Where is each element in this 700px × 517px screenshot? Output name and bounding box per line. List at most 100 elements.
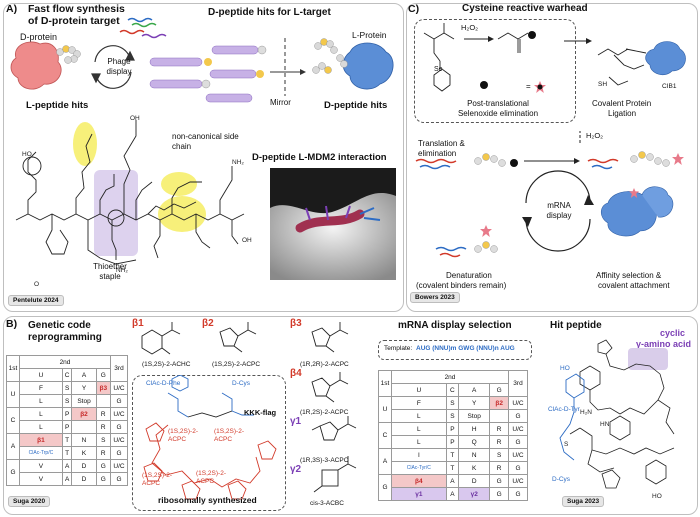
- cib1-label: CIB1: [662, 83, 676, 90]
- t1-cell: L: [20, 395, 63, 408]
- suga2020-ref-tag: Suga 2020: [8, 496, 50, 507]
- t1-cell: G: [111, 421, 128, 434]
- hit-peptide-structure: HO S HN H₂N HO: [540, 330, 696, 510]
- t1-cell: S: [96, 434, 110, 447]
- t2-cell: β2: [490, 397, 509, 410]
- svg-text:HO: HO: [560, 365, 570, 372]
- noncanonical-highlight-3: [161, 172, 197, 196]
- t2-cell: H: [459, 423, 490, 436]
- t2-col: U: [392, 384, 447, 397]
- affinity-text-1: Affinity selection &: [596, 271, 661, 280]
- t1-cell: K: [72, 447, 96, 460]
- clac-tyr-label: ClAc-D-Tyr: [548, 406, 580, 413]
- t1-cell: P: [62, 408, 72, 421]
- se-label: Se: [434, 66, 443, 73]
- t2-cell: F: [392, 397, 447, 410]
- panel-b-letter: B): [6, 318, 17, 330]
- t2-cell: U/C: [509, 449, 528, 462]
- acpc-label-1: (1S,2S)-2-ACPC: [168, 428, 206, 444]
- svg-text:OH: OH: [130, 115, 140, 122]
- t1-cell: S: [62, 382, 72, 395]
- t1-cell: N: [72, 434, 96, 447]
- pentelute-ref-tag: Pentelute 2024: [8, 295, 64, 306]
- t1-cell: G: [111, 473, 128, 486]
- svg-text:S: S: [564, 441, 569, 448]
- t2-cell: R: [490, 462, 509, 475]
- t2-cell: Stop: [459, 410, 490, 423]
- t2-col: C: [446, 384, 458, 397]
- panel-c-title: Cysteine reactive warhead: [462, 3, 588, 14]
- t2-col: A: [459, 384, 490, 397]
- t1-row: UFSYβ3U/C: [7, 382, 128, 395]
- cyclic-gamma-highlight: [628, 348, 668, 370]
- t2-cell: L: [392, 436, 447, 449]
- d-peptide-hits-title: D-peptide hits for L-target: [208, 7, 331, 18]
- acpc-label-3: (1S,2S)-2-ACPC: [142, 472, 180, 488]
- t2-cell: Y: [459, 397, 490, 410]
- svg-text:O: O: [34, 281, 39, 288]
- t2-cell: γ2: [459, 488, 490, 501]
- acpc-label-2: (1S,2S)-2-ACPC: [214, 428, 252, 444]
- d-cys-label: D-Cys: [232, 380, 250, 387]
- beta2-label: β2: [202, 318, 214, 329]
- t2-cell: S: [446, 410, 458, 423]
- sh-label: SH: [598, 81, 607, 88]
- affinity-text-2: covalent attachment: [598, 281, 670, 290]
- t1-third: 3rd: [111, 356, 128, 382]
- mdm2-surface-image: [270, 168, 396, 280]
- gamma1-name: (1R,3S)-3-ACPC: [300, 457, 348, 464]
- gamma2-name: cis-3-ACBC: [310, 500, 344, 507]
- kkk-flag-label: KKK-flag: [244, 408, 276, 417]
- t2-cell: U/C: [509, 397, 528, 410]
- beta1-name: (1S,2S)-2-ACHC: [142, 361, 190, 368]
- beta2-name: (1S,2S)-2-ACPC: [212, 361, 260, 368]
- denaturation-text-1: Denaturation: [446, 271, 492, 280]
- covalent-ligation-text-1: Covalent Protein: [592, 99, 651, 108]
- phage-display-label: Phage display: [100, 57, 138, 77]
- t1-cell: G: [111, 447, 128, 460]
- gamma1-label: γ1: [290, 416, 301, 427]
- t1-cell: [96, 395, 110, 408]
- t1-cell: U/C: [111, 408, 128, 421]
- t1-cell: S: [62, 395, 72, 408]
- ribosomal-label: ribosomally synthesized: [158, 495, 257, 505]
- t1-cell: V: [20, 460, 63, 473]
- t2-cell: Q: [459, 436, 490, 449]
- t2-cell: G: [379, 475, 392, 501]
- t1-cell: L: [20, 408, 63, 421]
- t1-cell: U/C: [111, 382, 128, 395]
- t1-first: 1st: [7, 356, 20, 382]
- t1-second: 2nd: [20, 356, 111, 369]
- peptide-beads-left: [57, 46, 81, 64]
- t1-col: G: [96, 369, 110, 382]
- t1-cell: V: [20, 473, 63, 486]
- t1-cell: Y: [72, 382, 96, 395]
- t2-cell: R: [490, 436, 509, 449]
- t2-cell: S: [446, 397, 458, 410]
- t1-cell: G: [96, 473, 110, 486]
- t2-cell: [490, 410, 509, 423]
- t1-cell: F: [20, 382, 63, 395]
- phage-display-text: Phage display: [107, 57, 132, 76]
- t2-row: ClAc-Tyr/CTKRG: [379, 462, 528, 475]
- t2-third: 3rd: [509, 371, 528, 397]
- selenoxide-text-1: Post-translational: [428, 99, 568, 108]
- t1-row: GVADGU/C: [7, 460, 128, 473]
- t1-row: CLPβ2RU/C: [7, 408, 128, 421]
- svg-text:OH: OH: [242, 237, 252, 244]
- t1-cell: G: [7, 460, 20, 486]
- t2-cell: D: [459, 475, 490, 488]
- panel-c: C) Cysteine reactive warhead: [406, 3, 696, 310]
- ribosomal-macrocycle: [132, 375, 284, 509]
- t2-cell: L: [392, 423, 447, 436]
- t2-cell: A: [446, 488, 458, 501]
- t1-cell: P: [62, 421, 72, 434]
- beta3-name: (1R,2R)-2-ACPC: [300, 361, 349, 368]
- mrna-text-1: mRNA: [537, 201, 581, 211]
- svg-text:HN: HN: [600, 421, 610, 428]
- t2-cell: G: [490, 488, 509, 501]
